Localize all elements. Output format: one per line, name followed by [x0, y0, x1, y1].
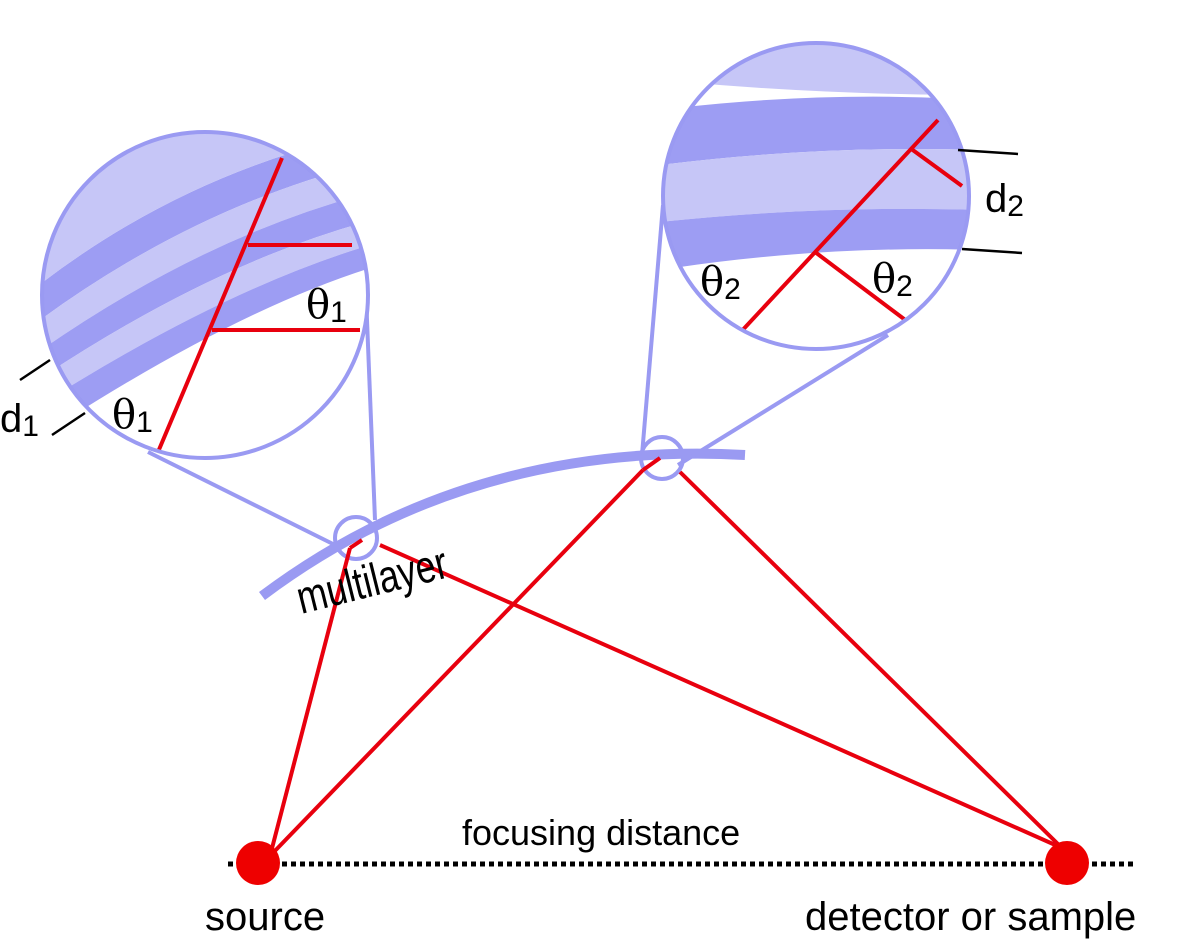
magnifier-connectors [147, 204, 890, 547]
theta2-label-left: θ2 [700, 259, 741, 306]
focusing-distance-label: focusing distance [462, 812, 740, 853]
magnified-view-right [661, 41, 1023, 351]
source-label: source [205, 895, 325, 939]
magnifier-ring-right [639, 435, 685, 481]
magnifier-ring-left [333, 515, 379, 561]
d2-label: d2 [985, 177, 1024, 223]
beam-rays [268, 456, 1064, 858]
source-point [236, 841, 280, 885]
detector-label: detector or sample [805, 895, 1136, 939]
theta1-label-upper: θ1 [306, 282, 347, 329]
magnified-view-left [19, 130, 370, 460]
detector-point [1045, 841, 1089, 885]
d1-label: d1 [0, 397, 39, 443]
theta1-label-lower: θ1 [112, 392, 153, 439]
theta2-label-right: θ2 [872, 256, 913, 303]
multilayer-arc [259, 448, 746, 601]
